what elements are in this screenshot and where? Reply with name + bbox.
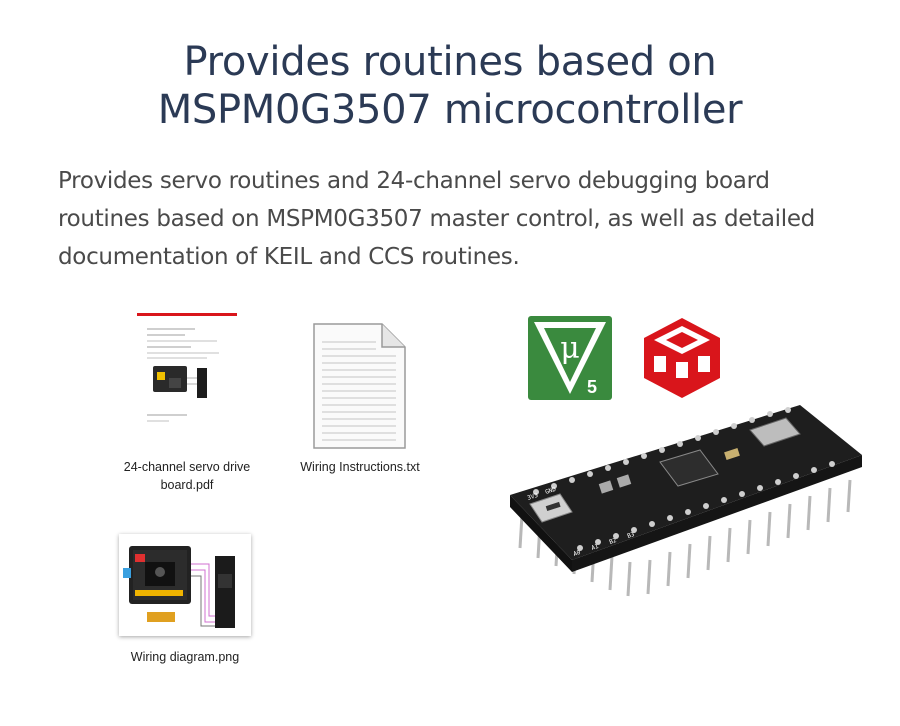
pdf-file-name-line-2: board.pdf — [160, 478, 214, 492]
svg-text:B3: B3 — [626, 531, 635, 540]
text-file-icon — [313, 323, 406, 449]
ccs-cube-icon — [644, 318, 720, 398]
description-line-1: Provides servo routines and 24-channel s… — [58, 168, 770, 194]
page-title: Provides routines based on MSPM0G3507 mi… — [0, 38, 900, 134]
description-line-2: routines based on MSPM0G3507 master cont… — [58, 206, 815, 232]
svg-text:A1: A1 — [590, 543, 599, 552]
title-line-2: MSPM0G3507 microcontroller — [157, 87, 743, 133]
svg-text:μ: μ — [560, 331, 580, 366]
png-file-name: Wiring diagram.png — [130, 650, 240, 664]
svg-text:B2: B2 — [608, 537, 617, 546]
svg-text:5: 5 — [587, 377, 597, 397]
txt-file-name: Wiring Instructions.txt — [300, 460, 420, 474]
svg-text:A0: A0 — [572, 549, 581, 558]
description: Provides servo routines and 24-channel s… — [58, 162, 858, 276]
pdf-document-icon — [137, 313, 237, 436]
image-file-icon — [119, 534, 251, 636]
board-thumbnail-icon — [153, 366, 207, 398]
title-line-1: Provides routines based on — [183, 39, 717, 85]
pdf-file-name-line-1: 24-channel servo drive — [123, 460, 251, 474]
svg-text:3V3: 3V3 — [526, 492, 539, 502]
mspm0g3507-board-image: 3V3 GND A0 A1 B2 B3 — [510, 405, 862, 597]
description-line-3: documentation of KEIL and CCS routines. — [58, 244, 520, 270]
keil-mdk-icon: μ 5 — [528, 316, 612, 400]
svg-text:GND: GND — [544, 486, 557, 496]
